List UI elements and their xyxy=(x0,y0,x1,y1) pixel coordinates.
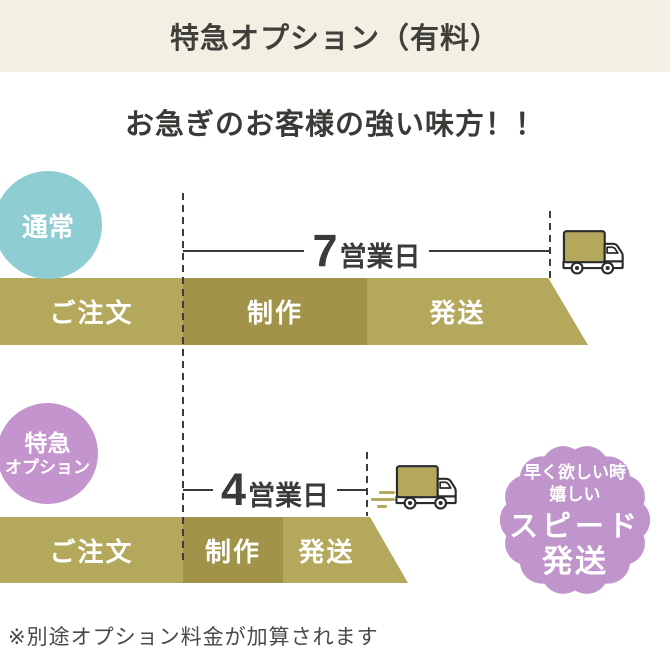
step-production-label: 制作 xyxy=(204,536,261,567)
step-shipping: 発送 xyxy=(283,517,408,583)
step-shipping-label: 発送 xyxy=(298,536,355,567)
duration-normal-label: 7 営業日 xyxy=(304,228,428,274)
normal-label-circle: 通常 xyxy=(0,171,102,279)
step-shipping-label: 発送 xyxy=(429,298,486,328)
step-order: ご注文 xyxy=(0,278,183,345)
duration-normal-number: 7 xyxy=(312,225,338,276)
duration-rule-right xyxy=(337,489,367,491)
badge-line-4: 発送 xyxy=(542,544,608,579)
step-order-label: ご注文 xyxy=(49,536,134,567)
step-shipping: 発送 xyxy=(367,278,588,345)
duration-express: 4 営業日 xyxy=(183,466,367,514)
process-band-express: ご注文 制作 発送 xyxy=(0,517,408,583)
step-production: 制作 xyxy=(183,517,283,583)
speed-lines-icon xyxy=(371,491,397,508)
step-production: 制作 xyxy=(183,278,367,345)
duration-express-unit: 営業日 xyxy=(248,481,330,511)
footer-note: ※別途オプション料金が加算されます xyxy=(8,626,379,649)
delivery-truck-icon xyxy=(562,229,628,278)
step-order: ご注文 xyxy=(0,517,183,583)
duration-rule-left xyxy=(183,489,213,491)
duration-express-number: 4 xyxy=(220,464,247,515)
step-order-label: ご注文 xyxy=(49,298,134,328)
express-label-circle: 特急 オプション xyxy=(0,403,98,504)
normal-label: 通常 xyxy=(21,211,74,242)
duration-rule-right xyxy=(428,250,550,252)
badge-line-3: スピード xyxy=(508,511,641,543)
process-band-normal: ご注文 制作 発送 xyxy=(0,278,594,345)
badge-line-1: 早く欲しい時 xyxy=(524,463,626,482)
duration-rule-left xyxy=(183,250,305,252)
page-title: 特急オプション（有料） xyxy=(169,23,500,55)
dashed-line-normal-end xyxy=(549,211,551,278)
badge-text: 早く欲しい時 嬉しい スピード 発送 xyxy=(487,432,663,608)
dashed-line-production-start xyxy=(182,193,184,565)
duration-normal: 7 営業日 xyxy=(183,227,550,275)
delivery-truck-icon xyxy=(395,464,461,513)
speed-shipping-badge: 早く欲しい時 嬉しい スピード 発送 xyxy=(487,432,663,608)
step-production-label: 制作 xyxy=(246,298,303,328)
duration-express-label: 4 営業日 xyxy=(213,467,337,513)
header-bar: 特急オプション（有料） xyxy=(0,0,670,72)
express-label-line1: 特急 xyxy=(24,429,71,456)
express-label-line2: オプション xyxy=(5,457,90,477)
subtitle: お急ぎのお客様の強い味方！！ xyxy=(124,109,545,141)
duration-normal-unit: 営業日 xyxy=(339,242,421,272)
badge-scallop-shape xyxy=(499,446,651,594)
badge-line-2: 嬉しい xyxy=(549,485,601,504)
dashed-line-express-end xyxy=(366,452,368,516)
